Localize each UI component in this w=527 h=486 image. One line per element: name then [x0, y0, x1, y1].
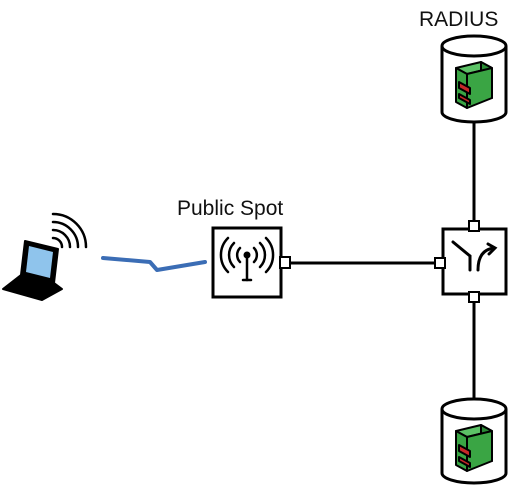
- wireless-link: [101, 256, 207, 272]
- network-switch: [434, 220, 508, 303]
- filing-cabinet-icon: [455, 61, 493, 109]
- radius-server-label: RADIUS: [419, 8, 499, 31]
- access-point: [211, 226, 291, 299]
- wireless-laptop-icon: [2, 212, 88, 301]
- access-point-port: [279, 256, 291, 269]
- filing-cabinet-icon: [455, 424, 493, 472]
- switch-port-left: [434, 257, 446, 269]
- switch-port-bottom: [468, 291, 480, 303]
- bottom-server: [440, 397, 508, 485]
- radius-server: [440, 34, 508, 124]
- antenna-icon: [219, 236, 275, 282]
- access-point-label: Public Spot: [177, 197, 284, 220]
- switch-port-top: [468, 220, 480, 232]
- switch-icon: [451, 240, 498, 272]
